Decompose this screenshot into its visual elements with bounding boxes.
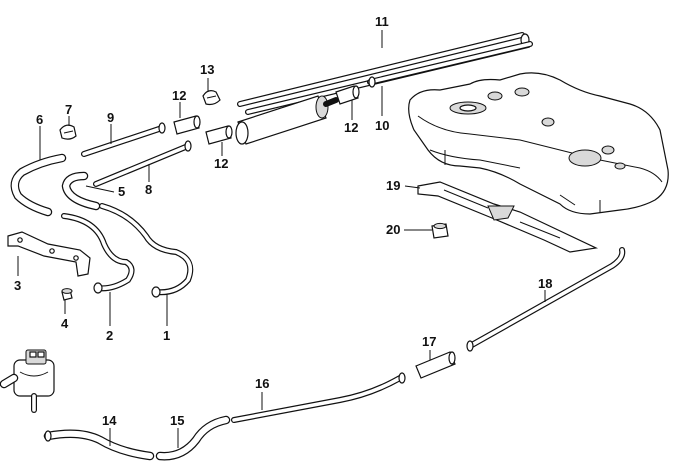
callout-6: 6 xyxy=(36,112,43,127)
hose-15 xyxy=(155,415,231,461)
callout-12-top: 12 xyxy=(344,120,358,135)
callout-12-lower: 12 xyxy=(214,156,228,171)
fuel-filter xyxy=(235,95,339,145)
hose-17 xyxy=(415,351,456,379)
bracket-3 xyxy=(7,231,91,277)
hose-12-top xyxy=(335,85,360,105)
clamp-13 xyxy=(202,90,221,106)
hose-12-left xyxy=(173,115,201,135)
pipe-18 xyxy=(466,247,626,352)
pipe-2 xyxy=(61,213,135,294)
fuel-tank xyxy=(408,72,669,215)
callout-1: 1 xyxy=(163,328,170,343)
callout-4: 4 xyxy=(61,316,69,331)
pipe-10 xyxy=(367,41,533,88)
leader-lines xyxy=(17,30,546,448)
callout-3: 3 xyxy=(14,278,21,293)
callout-19: 19 xyxy=(386,178,400,193)
bolt-4 xyxy=(61,288,73,301)
clamp-7 xyxy=(59,124,77,140)
callout-14: 14 xyxy=(102,413,117,428)
callout-7: 7 xyxy=(65,102,72,117)
callout-9: 9 xyxy=(107,110,114,125)
callout-8: 8 xyxy=(145,182,152,197)
nut-20 xyxy=(431,222,449,239)
pipe-1 xyxy=(99,203,194,298)
hose-6 xyxy=(10,153,67,217)
pipe-9 xyxy=(81,122,166,157)
callout-labels: 11 13 12 7 9 6 12 10 12 8 5 19 20 3 18 4… xyxy=(14,14,552,428)
pipe-8 xyxy=(93,140,192,187)
hose-12-lower xyxy=(205,125,233,145)
callout-18: 18 xyxy=(538,276,552,291)
callout-16: 16 xyxy=(255,376,269,391)
pipe-16 xyxy=(231,372,406,423)
callout-15: 15 xyxy=(170,413,184,428)
hose-5 xyxy=(61,171,101,211)
valve-unit xyxy=(0,349,55,413)
callout-5: 5 xyxy=(118,184,125,199)
callout-11: 11 xyxy=(375,14,389,29)
hose-14 xyxy=(43,429,155,461)
callout-20: 20 xyxy=(386,222,400,237)
callout-17: 17 xyxy=(422,334,436,349)
callout-10: 10 xyxy=(375,118,389,133)
callout-2: 2 xyxy=(106,328,113,343)
bracket-19 xyxy=(417,181,599,253)
callout-13: 13 xyxy=(200,62,214,77)
callout-12-left: 12 xyxy=(172,88,186,103)
